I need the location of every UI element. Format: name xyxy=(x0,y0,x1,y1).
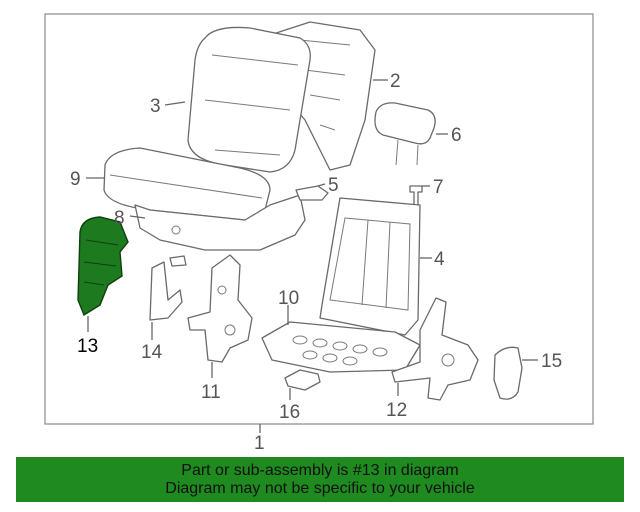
part-13-trim-panel-highlighted[interactable] xyxy=(77,216,129,317)
banner-line-2: Diagram may not be specific to your vehi… xyxy=(165,479,475,497)
callout-3: 3 xyxy=(150,96,161,117)
part-14-bracket[interactable] xyxy=(149,255,187,321)
part-12-recliner-bracket[interactable] xyxy=(391,297,479,401)
part-10-seat-pan[interactable] xyxy=(261,321,421,373)
callout-6: 6 xyxy=(451,125,462,146)
part-6-headrest[interactable] xyxy=(374,102,436,166)
part-5-clip[interactable] xyxy=(295,185,329,201)
callout-12: 12 xyxy=(386,400,407,421)
part-15-side-cover[interactable] xyxy=(493,346,523,400)
part-11-hinge-bracket[interactable] xyxy=(187,254,253,363)
leader-lines xyxy=(86,79,538,400)
callout-1: 1 xyxy=(254,433,265,454)
callout-8: 8 xyxy=(114,208,125,229)
callout-9: 9 xyxy=(70,169,81,190)
part-16-latch[interactable] xyxy=(284,369,321,391)
part-8-cushion-pan[interactable] xyxy=(134,194,306,251)
banner-line-1: Part or sub-assembly is #13 in diagram xyxy=(181,461,459,479)
callout-2: 2 xyxy=(390,71,401,92)
callout-14: 14 xyxy=(141,342,163,363)
part-4-back-frame[interactable] xyxy=(319,197,421,336)
callout-16: 16 xyxy=(279,402,300,423)
callout-10: 10 xyxy=(278,288,299,309)
diagram-frame xyxy=(44,13,594,425)
part-9-seat-cushion[interactable] xyxy=(103,147,271,221)
callout-5: 5 xyxy=(328,175,339,196)
callout-11: 11 xyxy=(201,382,221,403)
callout-7: 7 xyxy=(433,177,444,198)
callout-15: 15 xyxy=(541,351,562,372)
callout-4: 4 xyxy=(434,249,445,270)
info-banner: Part or sub-assembly is #13 in diagram D… xyxy=(16,457,624,502)
callout-13: 13 xyxy=(77,336,98,357)
part-3-seat-back-cushion[interactable] xyxy=(187,26,311,173)
